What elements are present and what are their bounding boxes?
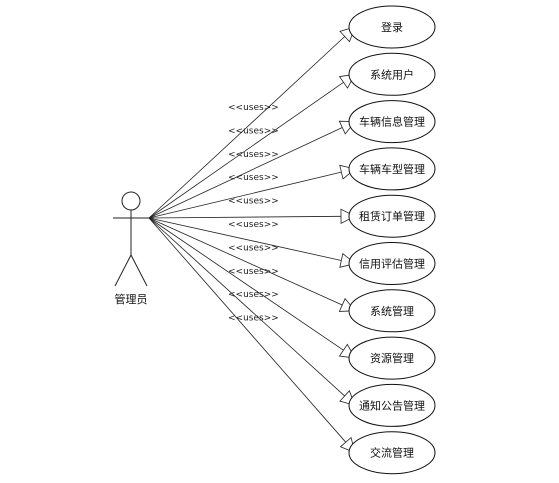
arrow-head-icon [339, 164, 356, 180]
relations-layer: <<uses>> <<uses>> <<uses>> <<uses>> <<uses>>… [148, 26, 356, 454]
use-case-7-label: 系统管理 [370, 304, 414, 318]
stereotype-label: <<uses>> [228, 126, 279, 136]
use-case-8-label: 资源管理 [370, 351, 414, 365]
uses-relation-7[interactable]: <<uses>> [148, 217, 356, 312]
association-line [148, 127, 343, 219]
use-case-3-label: 车辆信息管理 [359, 115, 425, 129]
actor-head [121, 191, 141, 211]
uses-relation-1[interactable]: <<uses>> [148, 26, 356, 219]
use-case-7[interactable]: 系统管理 [348, 289, 436, 333]
actor-right-leg [130, 254, 148, 287]
association-line [148, 217, 342, 261]
stereotype-label: <<uses>> [228, 267, 279, 277]
use-case-9-ellipse [348, 383, 436, 427]
association-line [148, 215, 342, 219]
uses-relation-4[interactable]: <<uses>> [148, 164, 356, 219]
arrow-head-icon [339, 252, 356, 268]
stereotype-label: <<uses>> [228, 150, 279, 160]
use-case-1[interactable]: 登录 [348, 5, 436, 49]
use-case-6[interactable]: 信用评估管理 [348, 242, 436, 285]
stereotype-label: <<uses>> [228, 243, 279, 253]
stereotype-label: <<uses>> [228, 290, 279, 300]
use-case-4-label: 车辆车型管理 [359, 162, 425, 176]
use-case-9-label: 通知公告管理 [359, 398, 425, 412]
association-line [148, 217, 343, 306]
association-line [148, 217, 345, 397]
use-case-1-label: 登录 [381, 20, 403, 34]
use-case-2-ellipse [348, 52, 436, 96]
use-case-8-ellipse [348, 336, 436, 380]
use-case-3[interactable]: 车辆信息管理 [348, 100, 436, 144]
use-case-7-ellipse [348, 289, 436, 333]
association-line [148, 36, 346, 219]
association-line [148, 171, 342, 219]
association-line [148, 217, 347, 443]
stereotype-label: <<uses>> [228, 314, 279, 324]
stereotype-label: <<uses>> [228, 220, 279, 230]
use-case-5-label: 租赁订单管理 [359, 209, 425, 223]
uses-relation-6[interactable]: <<uses>> [148, 217, 356, 268]
arrow-head-icon [338, 297, 356, 312]
use-case-9[interactable]: 通知公告管理 [348, 383, 436, 427]
use-case-10-label: 交流管理 [370, 446, 414, 460]
actor[interactable]: 管理员 [113, 191, 149, 306]
use-case-10[interactable]: 交流管理 [348, 431, 436, 475]
use-case-2-label: 系统用户 [370, 67, 414, 81]
stereotype-label: <<uses>> [228, 197, 279, 207]
use-case-6-label: 信用评估管理 [359, 257, 425, 271]
use-case-8[interactable]: 资源管理 [348, 336, 436, 380]
use-case-10-ellipse [348, 431, 436, 475]
uses-relation-5[interactable]: <<uses>> [148, 197, 356, 224]
actor-name: 管理员 [115, 292, 148, 306]
use-case-2[interactable]: 系统用户 [348, 52, 436, 96]
stereotype-label: <<uses>> [228, 173, 279, 183]
use-case-4-ellipse [348, 147, 436, 191]
association-line [148, 81, 344, 219]
uses-relation-8[interactable]: <<uses>> [148, 217, 356, 359]
use-case-6-ellipse [348, 242, 436, 285]
arrow-head-icon [340, 208, 356, 224]
uses-relation-3[interactable]: <<uses>> [148, 120, 356, 219]
actor-left-leg [114, 254, 132, 287]
use-case-5[interactable]: 租赁订单管理 [348, 194, 436, 238]
use-case-4[interactable]: 车辆车型管理 [348, 147, 436, 191]
arrow-head-icon [338, 120, 356, 135]
use-case-3-ellipse [348, 100, 436, 144]
use-case-5-ellipse [348, 194, 436, 238]
use-case-1-ellipse [348, 5, 436, 49]
use-cases-layer: 登录系统用户车辆信息管理车辆车型管理租赁订单管理信用评估管理系统管理资源管理通知… [348, 5, 436, 475]
stereotype-label: <<uses>> [228, 103, 279, 113]
association-line [148, 217, 344, 351]
